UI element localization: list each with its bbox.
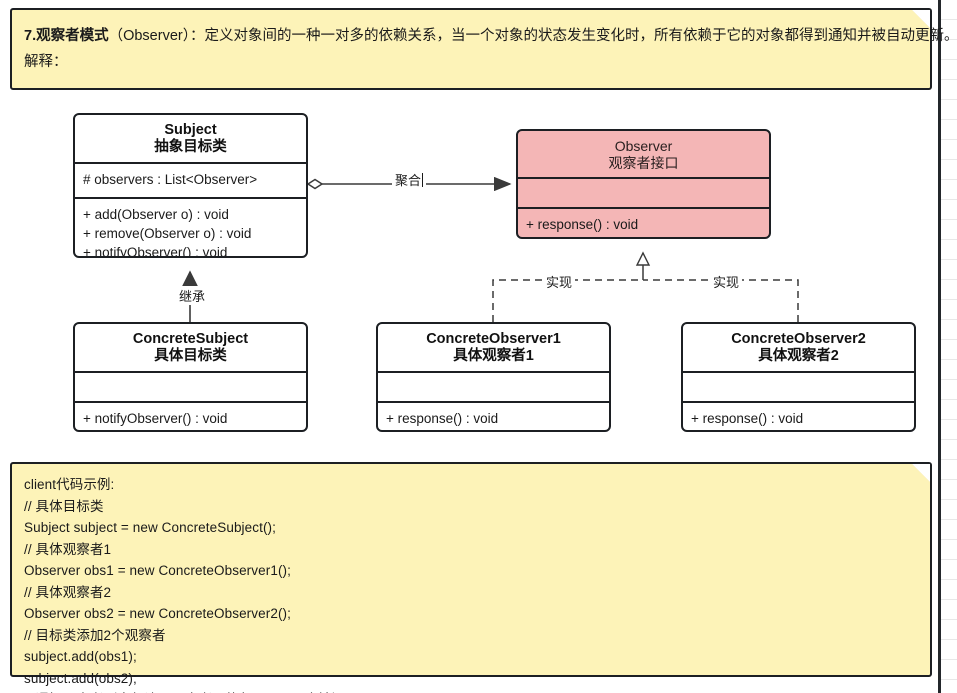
method-row: + response() : void	[691, 411, 804, 426]
class-box-concrete-subject[interactable]: ConcreteSubject 具体目标类 + notifyObserver()…	[73, 322, 308, 432]
method-row: + notifyObserver() : void	[83, 411, 228, 426]
code-line: // 具体观察者1	[24, 541, 112, 557]
edge-label-realization-2: 实现	[710, 272, 743, 291]
note-code-sample[interactable]: client代码示例: // 具体目标类 Subject subject = new…	[10, 462, 932, 693]
class-methods-concrete-subject: + notifyObserver() : void	[75, 401, 306, 430]
code-line: // 具体目标类	[24, 498, 104, 514]
class-header-concrete-observer1: ConcreteObserver1 具体观察者1	[378, 324, 609, 371]
note-description-subline: 解释：	[24, 54, 68, 70]
class-header-subject: Subject 抽象目标类	[75, 115, 306, 162]
class-name-en: Subject	[164, 122, 217, 138]
class-name-cn: 具体观察者2	[758, 348, 839, 364]
code-line: subject.add(obs1);	[24, 649, 137, 664]
class-box-concrete-observer2[interactable]: ConcreteObserver2 具体观察者2 + response() : …	[681, 322, 916, 432]
edge-label-realization-1: 实现	[543, 272, 576, 291]
method-row: + add(Observer o) : void	[83, 207, 229, 222]
edge-label-aggregation-text: 聚合	[395, 173, 422, 188]
class-methods-subject: + add(Observer o) : void + remove(Observ…	[75, 197, 306, 258]
code-line: // 具体观察者2	[24, 584, 112, 600]
class-name-cn: 具体观察者1	[453, 348, 534, 364]
class-name-cn: 抽象目标类	[154, 139, 227, 155]
class-attributes-concrete-observer1	[378, 371, 609, 401]
class-methods-observer: + response() : void	[518, 207, 769, 237]
edge-label-inheritance: 继承	[176, 286, 209, 305]
method-row: + response() : void	[526, 217, 639, 232]
class-box-observer[interactable]: Observer 观察者接口 + response() : void	[516, 129, 771, 239]
code-sample-text: client代码示例: // 具体目标类 Subject subject = new…	[24, 474, 346, 693]
class-name-en: ConcreteObserver2	[731, 331, 866, 347]
method-row: + response() : void	[386, 411, 499, 426]
class-name-cn: 观察者接口	[608, 155, 679, 171]
code-line: // 通知观察者（内部遍历观察者，执行esponse方法）	[24, 689, 346, 693]
class-attributes-concrete-observer2	[683, 371, 914, 401]
class-methods-concrete-observer2: + response() : void	[683, 401, 914, 430]
attribute-row: # observers : List<Observer>	[83, 172, 258, 187]
note-title-bold: 7.观察者模式	[24, 28, 109, 44]
class-header-observer: Observer 观察者接口	[518, 131, 769, 177]
class-methods-concrete-observer1: + response() : void	[378, 401, 609, 430]
class-attributes-subject: # observers : List<Observer>	[75, 162, 306, 197]
class-name-en: ConcreteObserver1	[426, 331, 561, 347]
code-line: subject.add(obs2);	[24, 670, 137, 686]
note-fold-white-icon	[912, 464, 930, 482]
text-cursor-icon	[422, 173, 424, 187]
code-line: Observer obs1 = new ConcreteObserver1();	[24, 563, 291, 578]
method-row: + remove(Observer o) : void	[83, 226, 252, 241]
class-box-subject[interactable]: Subject 抽象目标类 # observers : List<Observe…	[73, 113, 308, 258]
class-attributes-concrete-subject	[75, 371, 306, 401]
code-line: Observer obs2 = new ConcreteObserver2();	[24, 606, 291, 621]
class-header-concrete-observer2: ConcreteObserver2 具体观察者2	[683, 324, 914, 371]
note-description-title: 7.观察者模式（Observer）：定义对象间的一种一对多的依赖关系，当一个对象…	[24, 26, 957, 46]
class-name-en: ConcreteSubject	[132, 331, 249, 347]
class-attributes-observer	[518, 177, 769, 207]
code-line: Subject subject = new ConcreteSubject();	[24, 520, 277, 535]
note-title-rest: （Observer）：定义对象间的一种一对多的依赖关系，当一个对象的状态发生变化…	[108, 28, 957, 44]
note-description[interactable]: 7.观察者模式（Observer）：定义对象间的一种一对多的依赖关系，当一个对象…	[10, 8, 957, 90]
edge-label-aggregation: 聚合	[392, 170, 427, 189]
note-fold-white-icon	[912, 10, 930, 28]
code-line: client代码示例:	[24, 477, 115, 492]
method-row: + notifyObserver() : void	[83, 245, 228, 258]
class-header-concrete-subject: ConcreteSubject 具体目标类	[75, 324, 306, 371]
code-line: // 目标类添加2个观察者	[24, 627, 166, 643]
class-name-cn: 具体目标类	[154, 348, 227, 364]
class-name-en: Observer	[614, 138, 673, 154]
class-box-concrete-observer1[interactable]: ConcreteObserver1 具体观察者1 + response() : …	[376, 322, 611, 432]
